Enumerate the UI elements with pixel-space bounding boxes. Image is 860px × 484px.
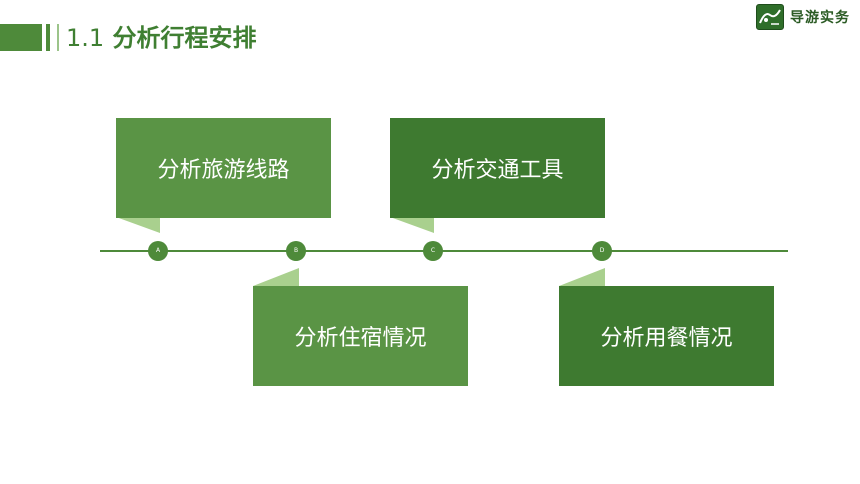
brand-logo: 导游实务 xyxy=(756,4,850,30)
header-accent-tick xyxy=(46,24,50,51)
page-title-number: 1.1 xyxy=(66,24,105,52)
box-fold-tail xyxy=(559,268,605,286)
step-box-transport: 分析交通工具 xyxy=(390,118,605,218)
step-box-label: 分析交通工具 xyxy=(431,158,564,183)
step-box-route: 分析旅游线路 xyxy=(116,118,331,218)
box-fold-tail xyxy=(390,217,434,233)
box-fold-tail xyxy=(116,217,160,233)
step-box-label: 分析住宿情况 xyxy=(294,326,427,351)
step-box-accommodation: 分析住宿情况 xyxy=(253,286,468,386)
timeline-line xyxy=(100,250,788,252)
timeline-node-c: C xyxy=(423,241,443,261)
box-fold-tail xyxy=(253,268,299,286)
timeline-node-a: A xyxy=(148,241,168,261)
header-accent-tick-light xyxy=(57,24,59,51)
page-title: 1.1 分析行程安排 xyxy=(66,22,257,54)
page-title-text: 分析行程安排 xyxy=(112,24,257,52)
step-box-dining: 分析用餐情况 xyxy=(559,286,774,386)
timeline-node-d: D xyxy=(592,241,612,261)
step-box-label: 分析用餐情况 xyxy=(600,326,733,351)
brand-logo-text: 导游实务 xyxy=(790,10,850,26)
guide-logo-icon xyxy=(756,4,784,30)
step-box-label: 分析旅游线路 xyxy=(157,158,290,183)
header-accent-bar xyxy=(0,24,42,51)
timeline-node-b: B xyxy=(286,241,306,261)
